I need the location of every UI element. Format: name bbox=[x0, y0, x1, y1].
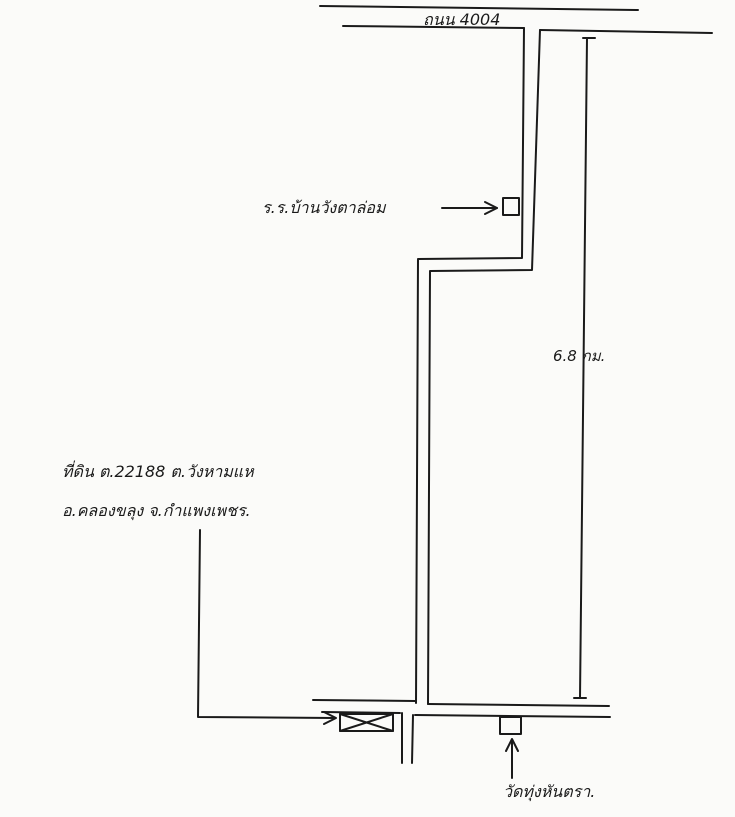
lower-road-top-edge-right bbox=[427, 703, 610, 707]
highway-top-edge bbox=[319, 5, 639, 11]
parcel-arrowhead-icon bbox=[323, 711, 337, 725]
temple-arrowhead-icon bbox=[505, 738, 519, 752]
school-marker bbox=[502, 197, 520, 216]
temple-marker bbox=[499, 716, 522, 735]
parcel-label-line1: ที่ดิน ต.22188 ต.วังหามแห bbox=[62, 462, 254, 481]
highway-bottom-edge-right bbox=[539, 29, 713, 34]
temple-label: วัดทุ่งหันตรา. bbox=[503, 782, 596, 801]
distance-dimension-line bbox=[579, 37, 588, 699]
parcel-pointer-line bbox=[197, 529, 336, 719]
highway-bottom-edge bbox=[342, 25, 525, 29]
school-arrowhead-icon bbox=[484, 201, 498, 215]
land-parcel-marker bbox=[339, 713, 394, 732]
land-parcel-cross-b bbox=[339, 713, 394, 732]
highway-label: ถนน 4004 bbox=[423, 10, 501, 29]
lower-road-bottom-edge bbox=[321, 711, 401, 714]
distance-label: 6.8 กม. bbox=[553, 347, 606, 365]
side-road-left-edge bbox=[415, 27, 525, 704]
side-road-right-edge bbox=[427, 29, 541, 705]
parcel-label-line2: อ.คลองขลุง จ.กำแพงเพชร. bbox=[62, 501, 251, 520]
school-label: ร.ร.บ้านวังตาล่อม bbox=[262, 198, 386, 217]
road-stub-right bbox=[411, 714, 414, 764]
lower-road-top-edge bbox=[312, 699, 416, 702]
